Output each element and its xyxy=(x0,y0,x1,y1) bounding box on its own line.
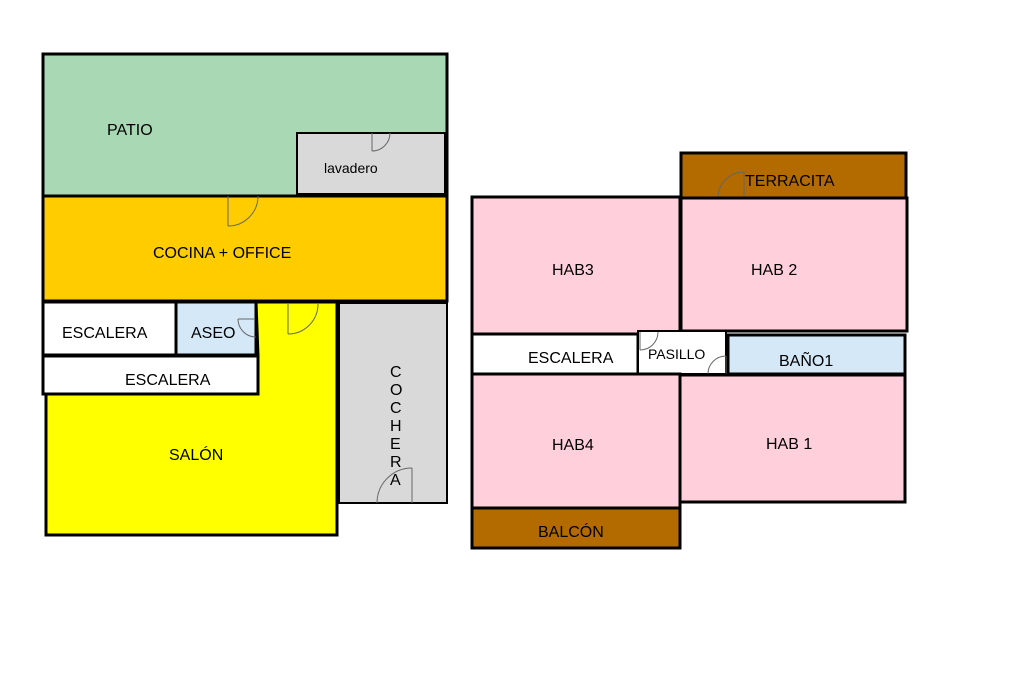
door-lavadero-swing xyxy=(371,132,391,152)
room-salon xyxy=(44,300,339,537)
label-escalera-upper: ESCALERA xyxy=(528,350,614,367)
label-salon: SALÓN xyxy=(169,445,223,464)
room-cocina xyxy=(41,194,449,303)
room-hab4 xyxy=(470,372,682,510)
upper-floor: TERRACITA HAB3 HAB 2 ESCALERA PASILLO BA… xyxy=(470,151,909,550)
room-balcon xyxy=(470,506,682,550)
cochera-letter: C xyxy=(390,400,402,417)
label-pasillo: PASILLO xyxy=(648,346,705,362)
door-terracita-swing xyxy=(717,171,745,199)
cochera-letter: E xyxy=(390,436,401,453)
label-hab1: HAB 1 xyxy=(766,436,812,453)
cochera-letter: A xyxy=(390,472,401,489)
label-escalera-top: ESCALERA xyxy=(62,325,148,342)
cochera-letter: H xyxy=(390,418,402,435)
door-bano-swing xyxy=(707,355,727,375)
ground-floor: PATIO lavadero COCINA + OFFICE ESCALERA … xyxy=(41,52,449,537)
label-balcon: BALCÓN xyxy=(538,522,604,541)
room-escalera-upper xyxy=(470,332,640,376)
door-cochera-swing xyxy=(376,467,413,504)
room-aseo xyxy=(174,300,258,357)
label-cochera: C O C H E R A xyxy=(390,364,402,489)
room-hab3 xyxy=(470,195,682,336)
label-terracita: TERRACITA xyxy=(745,173,835,190)
room-pasillo xyxy=(637,330,727,375)
cochera-letter: O xyxy=(390,382,402,399)
room-cochera xyxy=(338,302,448,504)
label-hab2: HAB 2 xyxy=(751,262,797,279)
door-aseo-swing xyxy=(237,318,257,338)
label-aseo: ASEO xyxy=(191,325,235,342)
label-lavadero: lavadero xyxy=(324,160,378,176)
label-cocina: COCINA + OFFICE xyxy=(153,245,291,262)
room-hab2 xyxy=(679,196,909,333)
door-cocina-swing xyxy=(227,195,259,227)
cochera-letter: C xyxy=(390,364,402,381)
label-bano1: BAÑO1 xyxy=(779,350,833,370)
room-hab1 xyxy=(678,373,907,504)
door-salon-swing xyxy=(287,303,319,335)
door-pasillo-swing xyxy=(639,331,659,351)
label-hab3: HAB3 xyxy=(552,262,594,279)
room-bano1 xyxy=(726,333,907,376)
label-hab4: HAB4 xyxy=(552,437,594,454)
label-patio: PATIO xyxy=(107,122,153,139)
room-lavadero xyxy=(296,132,446,195)
cochera-letter: R xyxy=(390,454,402,471)
label-escalera-bottom: ESCALERA xyxy=(125,372,211,389)
